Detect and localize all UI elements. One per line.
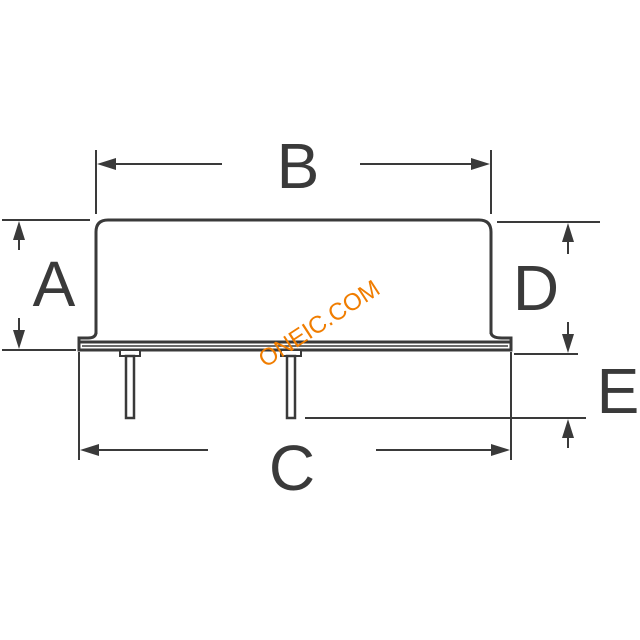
pin-left: [119, 349, 141, 420]
dimension-a: [2, 219, 90, 351]
watermark-text: ONEIC.COM: [254, 275, 385, 373]
dimension-e: [305, 417, 586, 448]
dimension-c: [78, 352, 512, 460]
dimension-d: [497, 221, 600, 355]
label-c: C: [269, 432, 315, 504]
case-outline: [94, 218, 493, 334]
dimension-b: [95, 150, 492, 214]
base-flange-right: [489, 331, 513, 350]
label-e: E: [597, 355, 640, 427]
pin-right: [280, 349, 302, 420]
label-a: A: [33, 248, 76, 320]
label-d: D: [513, 252, 559, 324]
label-b: B: [277, 130, 320, 202]
base-flange: [77, 331, 98, 350]
